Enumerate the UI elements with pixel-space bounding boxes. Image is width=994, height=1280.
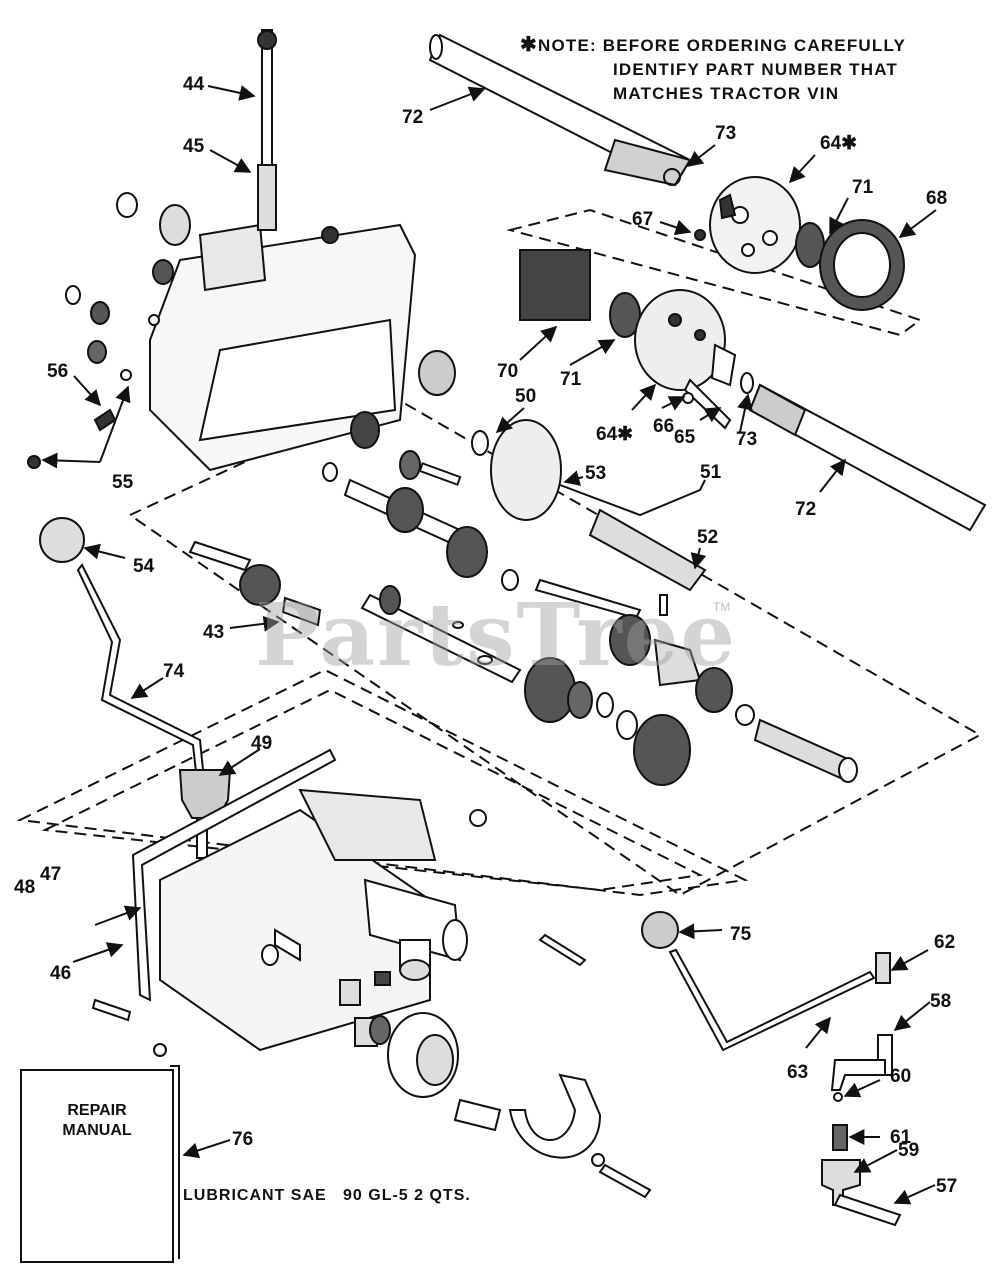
transmission-case-upper	[27, 29, 456, 472]
upper-axle-assembly	[428, 33, 905, 311]
callout-49: 49	[251, 733, 272, 754]
callout-52: 52	[697, 527, 718, 548]
callout-75: 75	[730, 924, 752, 945]
callout-66: 66	[653, 416, 674, 437]
callout-51: 51	[700, 462, 722, 483]
callout-56: 56	[47, 361, 68, 382]
callout-71-upper: 71	[852, 177, 874, 198]
callout-61: 61	[890, 1127, 912, 1148]
callout-55: 55	[112, 472, 134, 493]
callout-58: 58	[930, 991, 951, 1012]
callout-60: 60	[890, 1066, 911, 1087]
range-shift-lever	[641, 911, 902, 1227]
repair-manual-title: REPAIR MANUAL	[62, 1102, 132, 1139]
callout-54: 54	[133, 556, 155, 577]
callout-43: 43	[203, 622, 224, 643]
callout-46: 46	[50, 963, 71, 984]
callout-62: 62	[934, 932, 955, 953]
transmission-case-lower	[91, 748, 652, 1199]
callout-57: 57	[936, 1176, 957, 1197]
watermark-trademark: TM	[713, 600, 731, 614]
callout-63: 63	[787, 1062, 808, 1083]
callout-71-lower: 71	[560, 369, 582, 390]
callout-44: 44	[183, 74, 205, 95]
callout-64-upper: 64✱	[820, 133, 857, 154]
repair-manual-book: REPAIR MANUAL	[20, 1065, 180, 1263]
callout-67: 67	[632, 209, 653, 230]
callout-numbers: 44 45 72 73 64✱ 71 68 67 70 71 56 55 50 …	[14, 74, 957, 1197]
callout-76: 76	[232, 1129, 253, 1150]
callout-64-lower: 64✱	[596, 424, 633, 445]
watermark: PartsTree	[255, 585, 738, 686]
asterisk-icon: ✱	[520, 34, 538, 56]
lubricant-spec: LUBRICANT SAE 90 GL-5 2 QTS.	[183, 1187, 471, 1204]
note-line-2: IDENTIFY PART NUMBER THAT	[613, 60, 898, 79]
note-line-3: MATCHES TRACTOR VIN	[613, 84, 840, 103]
gear-cluster	[188, 249, 987, 786]
callout-74: 74	[163, 661, 185, 682]
callout-73-lower: 73	[736, 429, 757, 450]
callout-47: 47	[40, 864, 61, 885]
callout-72-upper: 72	[402, 107, 423, 128]
note-line-1: ✱NOTE: BEFORE ORDERING CAREFULLY	[520, 34, 907, 56]
callout-72-lower: 72	[795, 499, 816, 520]
callout-45: 45	[183, 136, 205, 157]
callout-65: 65	[674, 427, 696, 448]
callout-50: 50	[515, 386, 536, 407]
ordering-note: ✱NOTE: BEFORE ORDERING CAREFULLY IDENTIF…	[520, 33, 906, 106]
callout-59: 59	[898, 1140, 919, 1161]
callout-68: 68	[926, 188, 947, 209]
callout-70: 70	[497, 361, 518, 382]
callout-53: 53	[585, 463, 606, 484]
leader-lines	[41, 85, 937, 1205]
callout-48: 48	[14, 877, 35, 898]
callout-73-upper: 73	[715, 123, 736, 144]
